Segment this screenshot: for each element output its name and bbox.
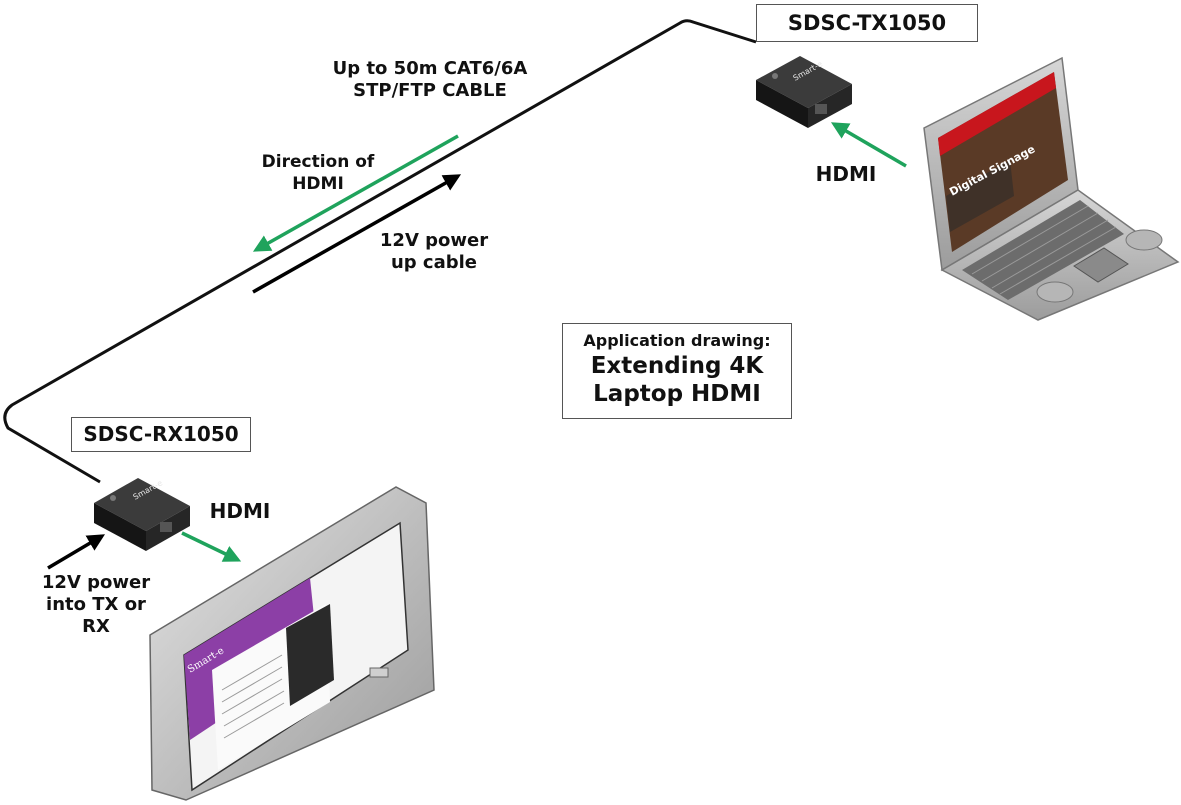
laptop-touchpad <box>1073 247 1129 283</box>
hdmi-direction-arrow <box>252 134 459 252</box>
power-in-label: 12V power into TX or RX <box>34 572 158 638</box>
cable-label: Up to 50m CAT6/6A STP/FTP CABLE <box>330 58 530 102</box>
power-up-cable-arrow <box>252 174 462 294</box>
direction-label: Direction of HDMI <box>252 151 384 195</box>
hdmi-rx-label: HDMI <box>209 499 271 523</box>
power-in-label-line3: RX <box>82 616 110 637</box>
application-caption-line3: Laptop HDMI <box>593 381 761 407</box>
cat-cable <box>3 19 757 484</box>
hdmi-tx-label: HDMI <box>815 162 877 186</box>
direction-label-line2: HDMI <box>292 174 344 194</box>
laptop-speaker-right <box>1125 229 1163 251</box>
application-caption: Application drawing: Extending 4K Laptop… <box>562 323 792 419</box>
tx-device: Smart-e <box>756 56 852 128</box>
laptop: Digital Signage <box>923 56 1180 321</box>
rx-device-label: SDSC-RX1050 <box>71 417 251 452</box>
power-in-label-line2: into TX or <box>46 594 146 615</box>
power-in-label-line1: 12V power <box>41 572 151 593</box>
power-up-label-line1: 12V power <box>379 230 489 251</box>
application-caption-line2: Extending 4K <box>590 353 764 379</box>
monitor: Smart-e <box>149 486 435 801</box>
power-up-label: 12V power up cable <box>370 230 498 274</box>
power-up-label-line2: up cable <box>390 252 478 273</box>
laptop-speaker-left <box>1036 281 1074 303</box>
power-in-arrow <box>47 534 106 570</box>
cable-label-line2: STP/FTP CABLE <box>353 80 507 101</box>
tx-device-label: SDSC-TX1050 <box>756 4 978 42</box>
application-caption-line1: Application drawing: <box>583 331 771 350</box>
cable-label-line1: Up to 50m CAT6/6A <box>332 58 528 79</box>
rx-device: Smart-e <box>94 478 190 551</box>
hdmi-monitor-arrow <box>181 531 242 562</box>
direction-label-line1: Direction of <box>261 152 375 172</box>
hdmi-laptop-arrow <box>830 122 907 168</box>
